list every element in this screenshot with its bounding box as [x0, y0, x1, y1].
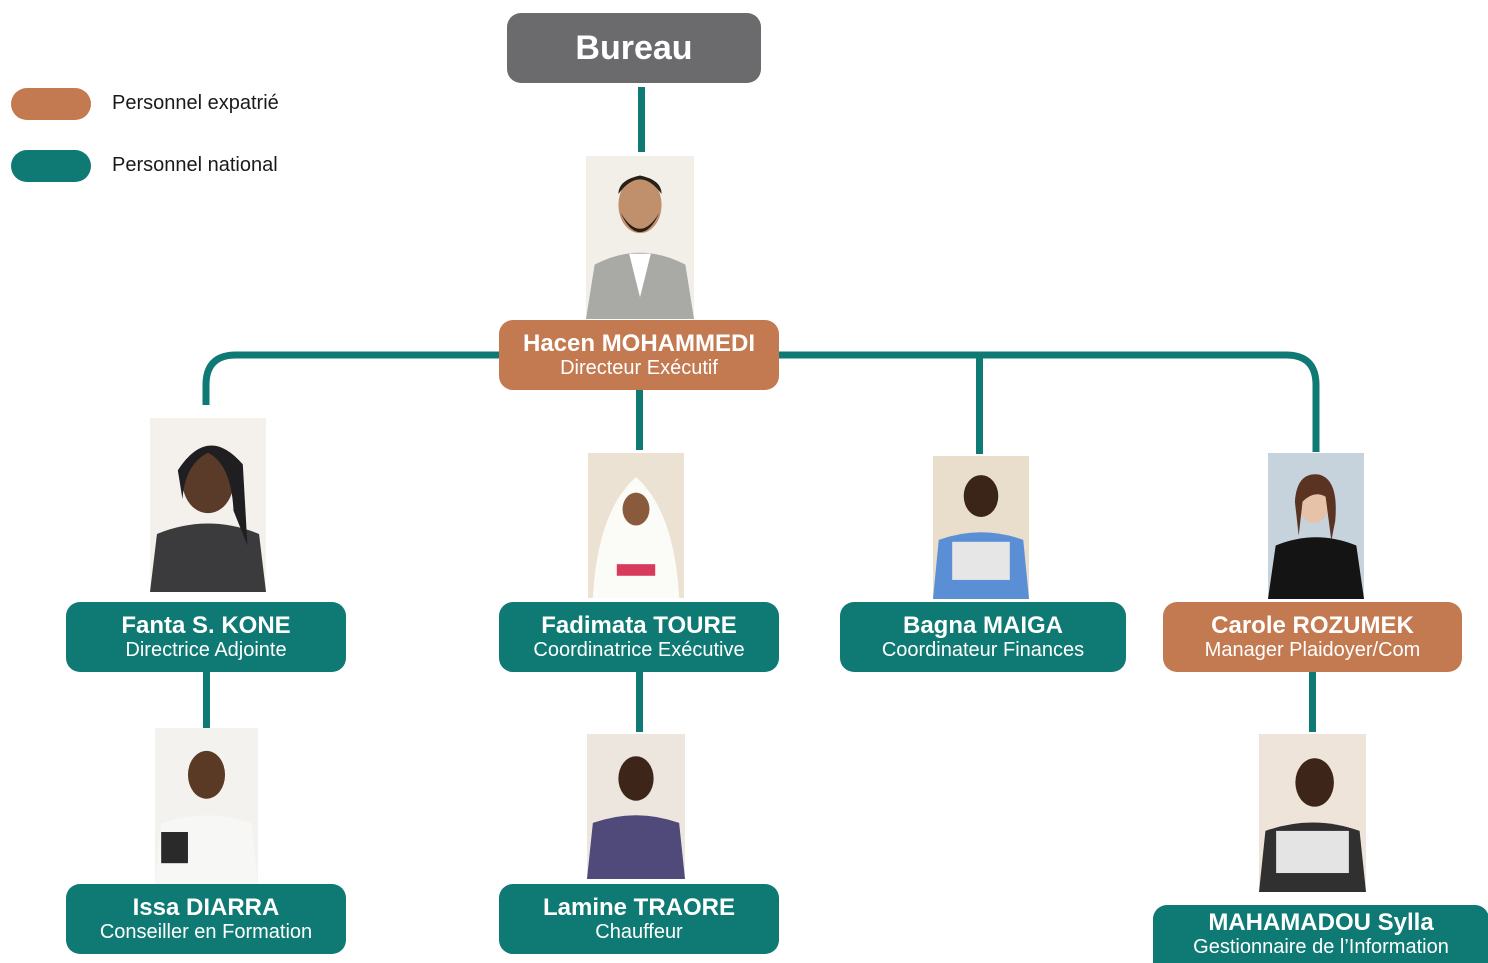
- legend-label-national: Personnel national: [112, 154, 278, 176]
- connector-carole-mahamadou: [1309, 672, 1316, 732]
- person-role: Chauffeur: [595, 921, 683, 944]
- person-role: Manager Plaidoyer/Com: [1204, 639, 1421, 662]
- connector-root-director: [638, 87, 645, 152]
- person-role: Directrice Adjointe: [125, 639, 287, 662]
- person-role: Gestionnaire de l’Information: [1193, 936, 1449, 959]
- connector-fadimata-lamine: [636, 672, 643, 732]
- person-name: Carole ROZUMEK: [1211, 611, 1414, 639]
- card-mahamadou: MAHAMADOU Sylla Gestionnaire de l’Inform…: [1153, 905, 1488, 963]
- photo-carole: [1268, 453, 1364, 599]
- person-name: Fanta S. KONE: [121, 611, 291, 639]
- photo-issa: [155, 728, 258, 884]
- connector-director-bagna: [976, 358, 983, 454]
- card-issa: Issa DIARRA Conseiller en Formation: [66, 884, 346, 954]
- legend-swatch-national: [11, 150, 91, 182]
- person-role: Directeur Exécutif: [560, 357, 718, 380]
- photo-lamine: [587, 734, 685, 879]
- connector-fanta-issa: [203, 672, 210, 728]
- connector-director-fadimata: [636, 390, 643, 450]
- card-fadimata: Fadimata TOURE Coordinatrice Exécutive: [499, 602, 779, 672]
- photo-fanta: [150, 418, 266, 592]
- person-name: Hacen MOHAMMEDI: [522, 329, 756, 357]
- card-fanta: Fanta S. KONE Directrice Adjointe: [66, 602, 346, 672]
- person-role: Coordinateur Finances: [881, 639, 1085, 662]
- legend-swatch-expat: [11, 88, 91, 120]
- person-name: Lamine TRAORE: [542, 893, 736, 921]
- photo-mahamadou: [1259, 734, 1366, 892]
- card-carole: Carole ROZUMEK Manager Plaidoyer/Com: [1163, 602, 1462, 672]
- photo-hacen: [586, 156, 694, 319]
- person-name: Issa DIARRA: [132, 893, 280, 921]
- card-bagna: Bagna MAIGA Coordinateur Finances: [840, 602, 1126, 672]
- person-name: Fadimata TOURE: [541, 611, 737, 639]
- photo-bagna: [933, 456, 1029, 599]
- card-lamine: Lamine TRAORE Chauffeur: [499, 884, 779, 954]
- root-node-bureau: Bureau: [507, 13, 761, 83]
- legend-label-expat: Personnel expatrié: [112, 92, 279, 114]
- card-director: Hacen MOHAMMEDI Directeur Exécutif: [499, 320, 779, 390]
- person-name: MAHAMADOU Sylla: [1208, 908, 1434, 936]
- photo-fadimata: [588, 453, 684, 598]
- person-role: Conseiller en Formation: [99, 921, 313, 944]
- person-name: Bagna MAIGA: [902, 611, 1063, 639]
- person-role: Coordinatrice Exécutive: [533, 639, 745, 662]
